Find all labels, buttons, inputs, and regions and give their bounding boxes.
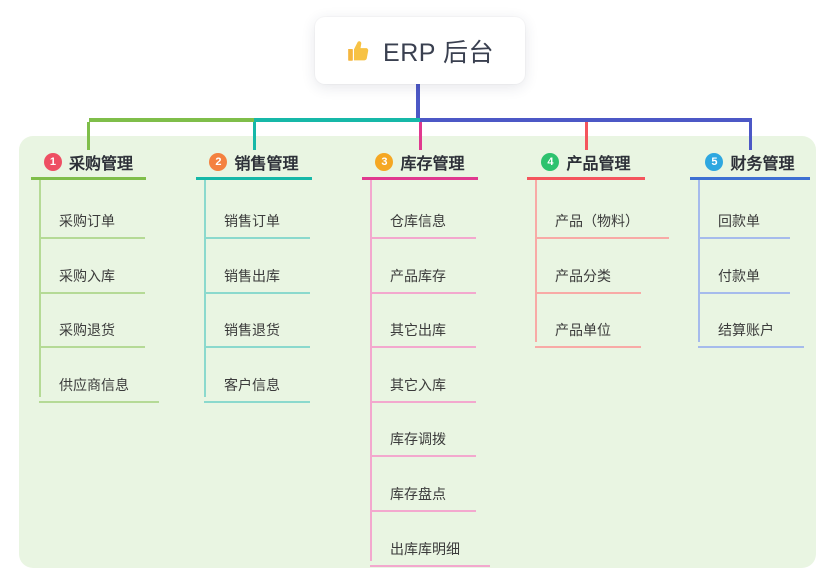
content-panel xyxy=(19,136,816,568)
branch-number-badge: 5 xyxy=(705,153,724,171)
child-node[interactable]: 付款单 xyxy=(698,254,790,294)
branch-trunk-line xyxy=(370,180,372,561)
child-node[interactable]: 其它出库 xyxy=(370,308,476,349)
branch-header-inventory[interactable]: 3 库存管理 xyxy=(362,147,478,180)
child-node[interactable]: 库存调拨 xyxy=(370,417,476,458)
bus-segment-indigo xyxy=(420,118,752,122)
branch-number-badge: 2 xyxy=(209,153,228,171)
child-node[interactable]: 产品（物料） xyxy=(535,199,669,239)
branch-title: 财务管理 xyxy=(730,156,795,173)
branch-number-badge: 1 xyxy=(43,153,62,171)
child-node[interactable]: 供应商信息 xyxy=(39,363,159,403)
branch-title: 采购管理 xyxy=(68,156,133,173)
drop-line-finance xyxy=(748,122,752,150)
child-node[interactable]: 出库库明细 xyxy=(370,527,490,567)
branch-header-product[interactable]: 4 产品管理 xyxy=(527,147,645,180)
child-node[interactable]: 销售退货 xyxy=(204,308,310,349)
branch-trunk-line xyxy=(698,180,700,343)
child-node[interactable]: 产品分类 xyxy=(535,254,641,294)
root-connector-line xyxy=(416,84,420,122)
child-node[interactable]: 回款单 xyxy=(698,199,790,239)
child-node[interactable]: 仓库信息 xyxy=(370,199,476,239)
child-node[interactable]: 客户信息 xyxy=(204,363,310,403)
drop-line-purchase xyxy=(87,122,90,150)
branch-number-badge: 3 xyxy=(375,153,394,171)
child-node[interactable]: 其它入库 xyxy=(370,363,476,403)
child-node[interactable]: 销售出库 xyxy=(204,254,310,294)
child-node[interactable]: 库存盘点 xyxy=(370,472,476,512)
drop-line-sales xyxy=(252,122,256,150)
branch-trunk-line xyxy=(204,180,206,397)
thumbs-up-icon xyxy=(348,40,369,61)
child-node[interactable]: 产品库存 xyxy=(370,254,476,294)
child-node[interactable]: 采购退货 xyxy=(39,308,145,349)
drop-line-product xyxy=(584,122,588,150)
branch-header-finance[interactable]: 5 财务管理 xyxy=(690,147,810,180)
root-node[interactable]: ERP 后台 xyxy=(315,17,525,84)
branch-header-purchase[interactable]: 1 采购管理 xyxy=(31,147,146,180)
branch-title: 销售管理 xyxy=(234,156,299,173)
child-node[interactable]: 产品单位 xyxy=(535,308,641,349)
bus-segment-teal xyxy=(254,118,420,122)
root-title: ERP 后台 xyxy=(383,38,494,67)
branch-number-badge: 4 xyxy=(541,153,560,171)
branch-trunk-line xyxy=(39,180,41,397)
drop-line-inventory xyxy=(418,122,422,150)
child-node[interactable]: 销售订单 xyxy=(204,199,310,239)
branch-trunk-line xyxy=(535,180,537,343)
branch-title: 产品管理 xyxy=(566,156,631,173)
child-node[interactable]: 采购入库 xyxy=(39,254,145,294)
child-node[interactable]: 采购订单 xyxy=(39,199,145,239)
bus-segment-green xyxy=(88,118,254,122)
branch-header-sales[interactable]: 2 销售管理 xyxy=(196,147,312,180)
child-node[interactable]: 结算账户 xyxy=(698,308,804,349)
branch-title: 库存管理 xyxy=(400,156,465,173)
